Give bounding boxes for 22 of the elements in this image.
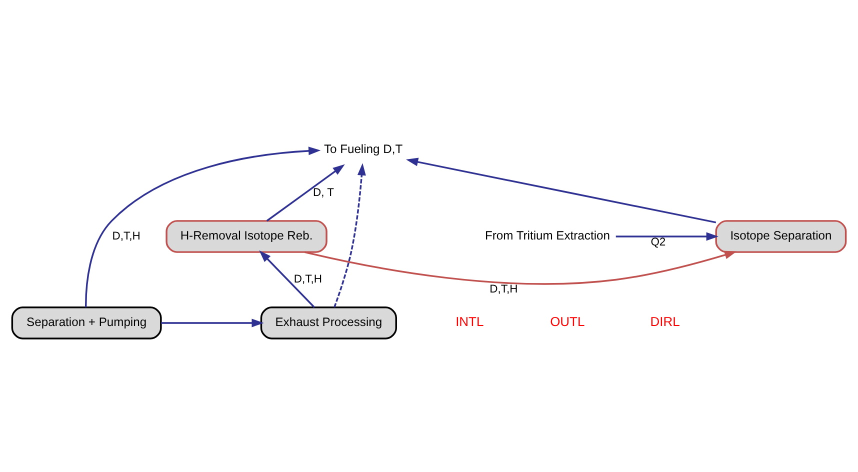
node-text: To Fueling D,T (324, 142, 403, 156)
arrow (85, 146, 321, 307)
arrow (304, 250, 737, 284)
node-box: Exhaust Processing (260, 306, 397, 339)
node-text: From Tritium Extraction (484, 228, 610, 242)
edge-label: D, T (312, 186, 334, 199)
label: OUTL (550, 314, 585, 328)
edge-label: D,T,H (490, 282, 518, 295)
node-box: Isotope Separation (715, 220, 847, 252)
edge-label: Q2 (650, 236, 666, 248)
label: DIRL (650, 314, 680, 328)
arrow (334, 162, 366, 308)
label: INTL (456, 314, 484, 328)
arrow (616, 232, 718, 240)
arrow (266, 164, 345, 222)
node-box: Separation + Pumping (11, 306, 162, 339)
arrow (161, 318, 264, 327)
arrow (406, 157, 716, 223)
arrow (259, 250, 315, 308)
node-box: H-Removal Isotope Reb. (166, 220, 328, 252)
edge-label: D,T,H (112, 230, 140, 242)
edge-label: D,T,H (294, 273, 322, 286)
